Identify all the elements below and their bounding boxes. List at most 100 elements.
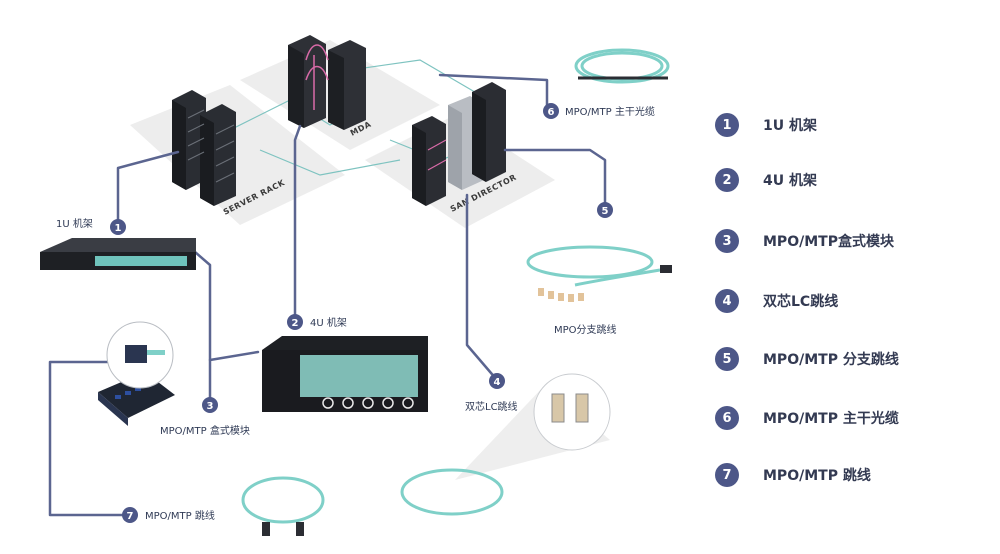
badge-3-number: 3 — [207, 401, 214, 412]
cable-loop — [402, 397, 414, 409]
cable-loop — [382, 397, 394, 409]
legend-item-2: 2 4U 机架 — [715, 165, 817, 195]
server-rack-2-face — [200, 115, 214, 206]
san-rack-2-face — [448, 105, 462, 190]
badge-6-number: 6 — [548, 107, 555, 118]
badge-4-number: 4 — [494, 377, 501, 388]
1u-rack-top — [40, 238, 196, 252]
1u-rack-ports — [95, 256, 187, 266]
legend-badge-3: 3 — [715, 229, 739, 253]
connector-1 — [116, 150, 180, 229]
callout-2: 2 4U 机架 — [287, 314, 347, 330]
badge-2-number: 2 — [292, 318, 299, 329]
legend-badge-1: 1 — [715, 113, 739, 137]
cable-loop — [322, 397, 334, 409]
san-rack-1-face — [412, 125, 426, 206]
lc-connector-right — [575, 393, 589, 423]
mda-rack-2-face — [328, 50, 344, 130]
legend-label-5: MPO/MTP 分支跳线 — [763, 352, 899, 368]
legend-label-1: 1U 机架 — [763, 118, 817, 134]
mpo-plug-right — [296, 522, 304, 536]
legend-label-2: 4U 机架 — [763, 173, 817, 189]
mda-rack-group: MDA — [288, 35, 373, 138]
4u-rack-device — [262, 336, 428, 412]
led-row — [187, 109, 205, 119]
led-row — [215, 156, 235, 167]
legend-badge-5: 5 — [715, 347, 739, 371]
callout-5-label: MPO分支跳线 — [554, 323, 617, 336]
mda-rack-1-face — [288, 45, 304, 128]
port — [125, 391, 131, 395]
legend-item-1: 1 1U 机架 — [715, 110, 817, 140]
badge-5-number: 5 — [602, 206, 609, 217]
led-row — [215, 124, 235, 135]
connector-5 — [503, 148, 607, 210]
lc-connector — [558, 293, 564, 301]
trunk-cable-coil — [580, 51, 664, 81]
callout-3-label: MPO/MTP 盒式模块 — [160, 424, 250, 437]
legend-badge-7: 7 — [715, 463, 739, 487]
port — [115, 395, 121, 399]
mpo-cable-loop — [241, 476, 325, 524]
fanout-lc-connectors — [538, 288, 584, 302]
legend-item-5: 5 MPO/MTP 分支跳线 — [715, 344, 899, 374]
cassette-zoom-cable — [147, 350, 165, 355]
callout-4: 4 双芯LC跳线 — [465, 373, 518, 413]
legend-item-7: 7 MPO/MTP 跳线 — [715, 460, 871, 490]
san-rack-3-face — [472, 92, 486, 182]
badge-1 — [110, 219, 126, 235]
callout-1-label: 1U 机架 — [56, 217, 93, 230]
badge-7-number: 7 — [127, 511, 134, 522]
trunk-cable-device — [574, 48, 670, 84]
lc-connector — [548, 291, 554, 299]
connector-6 — [438, 73, 549, 110]
badge-7 — [122, 507, 138, 523]
legend-label-4: 双芯LC跳线 — [763, 294, 839, 310]
legend-label-6: MPO/MTP 主干光缆 — [763, 411, 899, 427]
callout-7-label: MPO/MTP 跳线 — [145, 509, 215, 522]
legend-item-6: 6 MPO/MTP 主干光缆 — [715, 403, 899, 433]
pink-cable — [427, 159, 447, 171]
server-rack-led-rows — [187, 109, 235, 183]
legend-item-4: 4 双芯LC跳线 — [715, 286, 838, 316]
lc-zoom-circle — [533, 373, 611, 451]
callout-1: 1 1U 机架 — [56, 217, 126, 235]
led-row — [187, 151, 205, 161]
badge-6 — [543, 103, 559, 119]
callout-6: 6 MPO/MTP 主干光缆 — [543, 103, 655, 119]
connector-lines — [48, 73, 607, 517]
connector-3b — [208, 350, 260, 362]
mpo-plug-left — [262, 522, 270, 536]
link-rack-san — [259, 149, 401, 176]
server-rack-1-face — [172, 100, 186, 190]
mda-pink-cables — [305, 44, 329, 110]
fanout-cable-device — [526, 245, 672, 302]
badge-4 — [489, 373, 505, 389]
port — [135, 387, 141, 391]
callout-7: 7 MPO/MTP 跳线 — [122, 507, 215, 523]
lc-connector — [578, 293, 584, 301]
legend-item-3: 3 MPO/MTP盒式模块 — [715, 226, 894, 256]
4u-rack-modules — [300, 355, 418, 397]
mpo-patch-cord-device — [241, 476, 325, 536]
1u-rack-device — [40, 238, 196, 270]
trunk-cable-coil — [574, 48, 670, 84]
pink-cable — [305, 65, 329, 81]
callout-4-label: 双芯LC跳线 — [465, 400, 518, 413]
4u-rack-cable-loops — [322, 397, 414, 409]
lc-cable-loop — [400, 468, 504, 516]
fanout-cable-run — [574, 268, 661, 287]
legend-badge-4: 4 — [715, 289, 739, 313]
connector-3 — [193, 250, 212, 402]
link-mda-san — [349, 59, 481, 96]
cable-loop — [342, 397, 354, 409]
pink-cable — [305, 44, 329, 61]
legend-label-3: MPO/MTP盒式模块 — [763, 234, 894, 250]
badge-3 — [202, 397, 218, 413]
callout-2-label: 4U 机架 — [310, 316, 347, 329]
callout-3: 3 MPO/MTP 盒式模块 — [160, 397, 250, 437]
connector-4 — [465, 193, 499, 382]
connector-7 — [48, 360, 130, 517]
callout-6-label: MPO/MTP 主干光缆 — [565, 105, 655, 118]
